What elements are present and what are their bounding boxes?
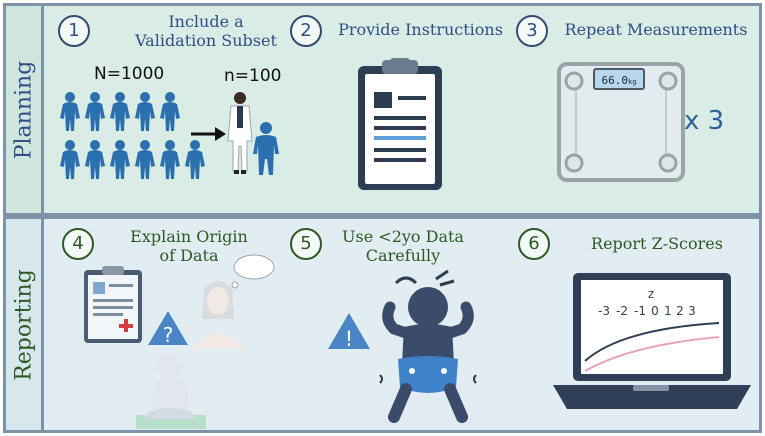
step-1-title: Include a Validation Subset bbox=[116, 12, 296, 50]
clinician-icon bbox=[227, 92, 253, 174]
step-5-number: 5 bbox=[290, 228, 322, 260]
z-label: z bbox=[648, 287, 654, 301]
zscore-curve-upper bbox=[584, 322, 720, 362]
planning-sidebar: Planning bbox=[6, 6, 44, 213]
step-5-title: Use <2yo Data Carefully bbox=[328, 227, 478, 265]
patient-icon bbox=[253, 122, 279, 175]
step-6-title-line-1: Report Z-Scores bbox=[591, 234, 723, 253]
exclamation-mark: ! bbox=[345, 327, 353, 351]
scale-icon: 66.0kg bbox=[557, 62, 685, 182]
step-5-title-line-2: Carefully bbox=[365, 246, 441, 265]
z-tick: 3 bbox=[688, 304, 696, 318]
step-3-number: 3 bbox=[516, 15, 548, 47]
seated-baby-icon bbox=[136, 354, 206, 429]
zscore-curve-lower bbox=[584, 336, 720, 372]
laptop-zscore-icon: z -3 -2 -1 0 1 2 3 bbox=[553, 273, 751, 409]
reporting-sidebar: Reporting bbox=[6, 219, 44, 430]
planning-panel: Planning 1 Include a Validation Subset N… bbox=[3, 3, 762, 216]
question-warning-icon: ? bbox=[148, 311, 188, 347]
step-2-number: 2 bbox=[290, 15, 322, 47]
exclamation-warning-icon: ! bbox=[328, 313, 370, 351]
question-mark: ? bbox=[163, 323, 174, 347]
reporting-panel: Reporting 4 Explain Origin of Data ? bbox=[3, 216, 762, 433]
arrow-icon bbox=[191, 127, 226, 141]
step-2-title-line-1: Provide Instructions bbox=[338, 20, 503, 39]
scale-readout: 66.0kg bbox=[602, 74, 637, 87]
step-2-title: Provide Instructions bbox=[328, 20, 513, 39]
population-subset-label: n=100 bbox=[224, 66, 282, 86]
step-5-title-line-1: Use <2yo Data bbox=[342, 227, 464, 246]
step-4-title-line-2: of Data bbox=[159, 246, 219, 265]
z-tick: 1 bbox=[664, 304, 672, 318]
z-tick: -1 bbox=[634, 304, 646, 318]
medical-record-icon bbox=[84, 266, 142, 343]
clipboard-icon bbox=[358, 58, 442, 190]
step-6-number: 6 bbox=[518, 228, 550, 260]
reporting-label: Reporting bbox=[11, 268, 36, 381]
step-1-title-line-1: Include a bbox=[168, 12, 244, 31]
step-3-title-line-1: Repeat Measurements bbox=[564, 20, 748, 39]
step-4-number: 4 bbox=[62, 228, 94, 260]
parent-thinking-icon bbox=[190, 254, 275, 349]
z-tick: -3 bbox=[598, 304, 610, 318]
step-1-title-line-2: Validation Subset bbox=[135, 31, 277, 50]
repeat-times-label: x 3 bbox=[684, 106, 725, 136]
step-4-title-line-1: Explain Origin bbox=[130, 227, 248, 246]
step-3-title: Repeat Measurements bbox=[556, 20, 756, 39]
population-total-label: N=1000 bbox=[94, 64, 165, 84]
crying-baby-icon bbox=[379, 269, 477, 423]
z-tick: -2 bbox=[616, 304, 628, 318]
z-axis-ticks: -3 -2 -1 0 1 2 3 bbox=[598, 304, 696, 318]
planning-label: Planning bbox=[11, 60, 36, 159]
z-tick: 0 bbox=[651, 304, 659, 318]
step-6-title: Report Z-Scores bbox=[562, 234, 752, 253]
step-1-number: 1 bbox=[58, 15, 90, 47]
step-4-title: Explain Origin of Data bbox=[114, 227, 264, 265]
z-tick: 2 bbox=[676, 304, 684, 318]
